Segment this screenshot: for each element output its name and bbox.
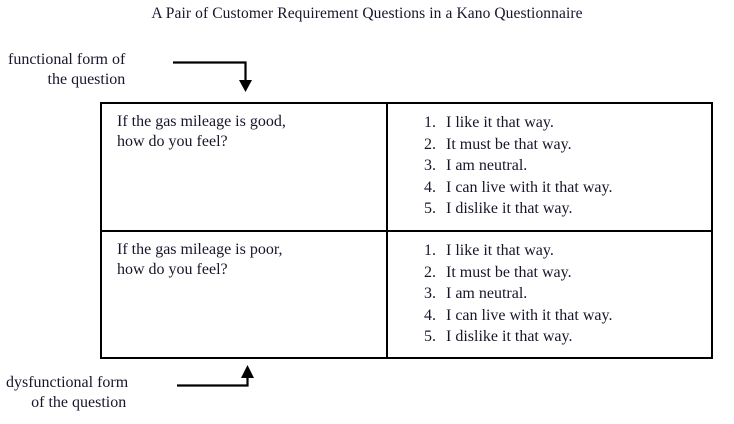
answer-number: 5.	[424, 200, 436, 218]
list-item[interactable]: 3. I am neutral.	[424, 283, 711, 305]
answer-number: 3.	[424, 157, 436, 175]
list-item[interactable]: 2. It must be that way.	[424, 262, 711, 284]
page-title: A Pair of Customer Requirement Questions…	[151, 5, 583, 22]
answer-list: 1. I like it that way. 2. It must be tha…	[388, 240, 711, 348]
question-text: If the gas mileage is poor, how do you f…	[117, 241, 283, 278]
answer-text: I am neutral.	[446, 157, 528, 175]
table-row: If the gas mileage is good, how do you f…	[102, 104, 711, 230]
question-cell: If the gas mileage is poor, how do you f…	[102, 232, 388, 357]
kano-questionnaire-table: If the gas mileage is good, how do you f…	[100, 102, 713, 359]
list-item[interactable]: 5. I dislike it that way.	[424, 326, 711, 348]
functional-form-label-line1: functional form of	[8, 51, 126, 68]
answer-text: I like it that way.	[446, 114, 554, 131]
list-item[interactable]: 1. I like it that way.	[424, 112, 711, 134]
answer-text: I dislike it that way.	[446, 328, 573, 346]
functional-form-label-line2: the question	[47, 71, 126, 88]
answer-text: I dislike it that way.	[446, 200, 573, 218]
list-item[interactable]: 2. It must be that way.	[424, 134, 711, 156]
dysfunctional-form-label: dysfunctional form of the question	[6, 373, 128, 413]
functional-form-label: functional form of the question	[8, 50, 125, 90]
list-item[interactable]: 3. I am neutral.	[424, 155, 711, 177]
answer-text: I can live with it that way.	[446, 178, 613, 196]
list-item[interactable]: 4. I can live with it that way.	[424, 177, 711, 199]
answer-number: 1.	[424, 242, 436, 259]
question-cell: If the gas mileage is good, how do you f…	[102, 104, 388, 230]
answer-text: It must be that way.	[446, 135, 572, 153]
dysfunctional-form-label-line1: dysfunctional form	[6, 374, 129, 391]
arrow-up-icon	[241, 365, 254, 378]
dysfunctional-form-label-line2: of the question	[31, 394, 127, 411]
answer-number: 2.	[424, 135, 436, 153]
answer-number: 1.	[424, 114, 436, 131]
answer-text: I like it that way.	[446, 242, 554, 259]
answers-cell: 1. I like it that way. 2. It must be tha…	[388, 104, 711, 230]
table-row: If the gas mileage is poor, how do you f…	[102, 230, 711, 357]
list-item[interactable]: 4. I can live with it that way.	[424, 305, 711, 327]
answer-text: I am neutral.	[446, 285, 528, 303]
list-item[interactable]: 1. I like it that way.	[424, 240, 711, 262]
answer-number: 3.	[424, 285, 436, 303]
list-item[interactable]: 5. I dislike it that way.	[424, 198, 711, 220]
answer-number: 2.	[424, 263, 436, 281]
dysfunctional-form-leader	[177, 365, 254, 387]
functional-form-leader	[173, 61, 252, 92]
answer-list: 1. I like it that way. 2. It must be tha…	[388, 112, 711, 220]
answer-text: It must be that way.	[446, 263, 572, 281]
answer-number: 4.	[424, 306, 436, 324]
answer-number: 4.	[424, 178, 436, 196]
arrow-down-icon	[239, 80, 252, 92]
answer-number: 5.	[424, 328, 436, 346]
answer-text: I can live with it that way.	[446, 306, 613, 324]
answers-cell: 1. I like it that way. 2. It must be tha…	[388, 232, 711, 357]
question-text: If the gas mileage is good, how do you f…	[117, 113, 286, 150]
